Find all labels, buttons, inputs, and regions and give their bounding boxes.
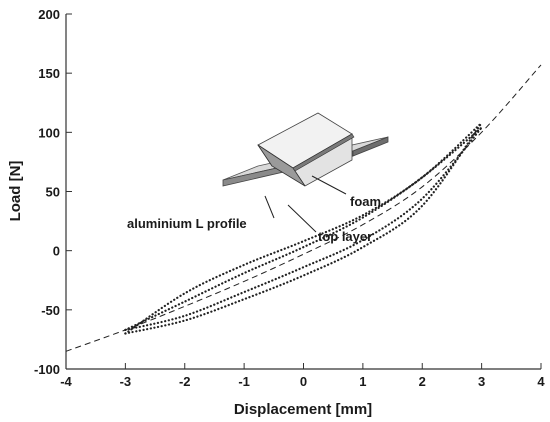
x-axis-label: Displacement [mm] [234,401,372,418]
y-tick-label: 100 [38,125,60,140]
y-tick-label: 150 [38,66,60,81]
annotation-aluminium-l-profile: aluminium L profile [127,216,247,231]
axes: -4 -3 -2 -1 0 1 2 3 4 -100 -50 0 50 100 150 200 [34,7,545,389]
base-plate-side [352,136,389,157]
x-tick-label: 1 [359,374,366,389]
y-axis-label: Load [N] [7,161,24,222]
top-layer-strip [292,133,355,172]
x-tick-label: 2 [419,374,426,389]
y-tick-label: -100 [34,362,60,377]
y-tick-label: 200 [38,7,60,22]
series-layer [65,64,542,352]
y-tick-label: -50 [41,303,60,318]
x-tick-label: -1 [238,374,250,389]
series-line-3 [124,121,483,335]
y-tick-label: 0 [53,244,60,259]
inset-product-illustration: foam top layer aluminium L profile [127,112,389,244]
x-tick-label: -2 [179,374,191,389]
x-tick-label: 0 [300,374,307,389]
x-tick-label: -3 [120,374,132,389]
annotation-foam: foam [350,194,381,209]
y-tick-label: 50 [46,185,60,200]
series-line-2 [124,121,483,335]
series-line-4 [124,126,483,331]
callout-line-top-layer [287,204,317,233]
annotation-top-layer: top layer [318,229,372,244]
x-tick-label: 4 [537,374,545,389]
x-tick-label: -4 [60,374,72,389]
foam-block-left [257,144,306,187]
series-line-1 [65,64,542,352]
callout-line-foam [311,175,347,195]
series-line-5 [124,126,483,331]
x-tick-label: 3 [478,374,485,389]
callout-line-aluminium [264,195,275,219]
